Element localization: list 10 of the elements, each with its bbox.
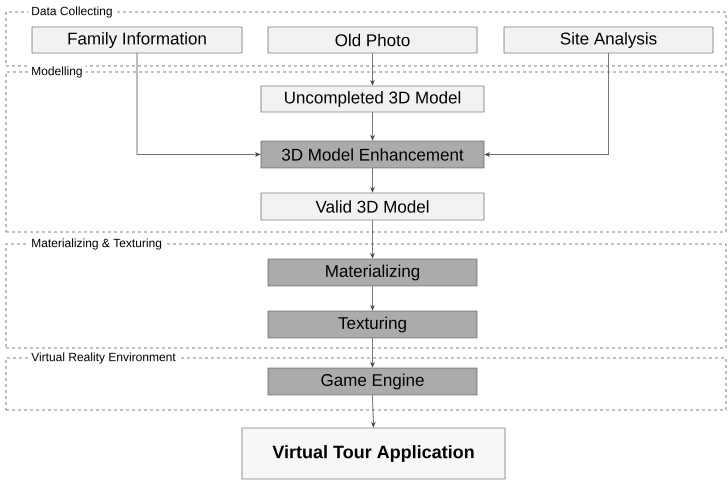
process-box: Game Engine (268, 368, 478, 396)
process-box: Valid 3D Model (260, 192, 484, 220)
process-box: Materializing (268, 258, 478, 286)
process-box: Uncompleted 3D Model (260, 86, 484, 112)
process-box: 3D Model Enhancement (260, 140, 484, 168)
process-box: Texturing (268, 310, 478, 338)
result-box: Virtual Tour Application (242, 428, 506, 480)
process-box: Family Information (32, 26, 242, 54)
process-box: Old Photo (268, 26, 478, 54)
process-box: Site Analysis (504, 26, 714, 54)
